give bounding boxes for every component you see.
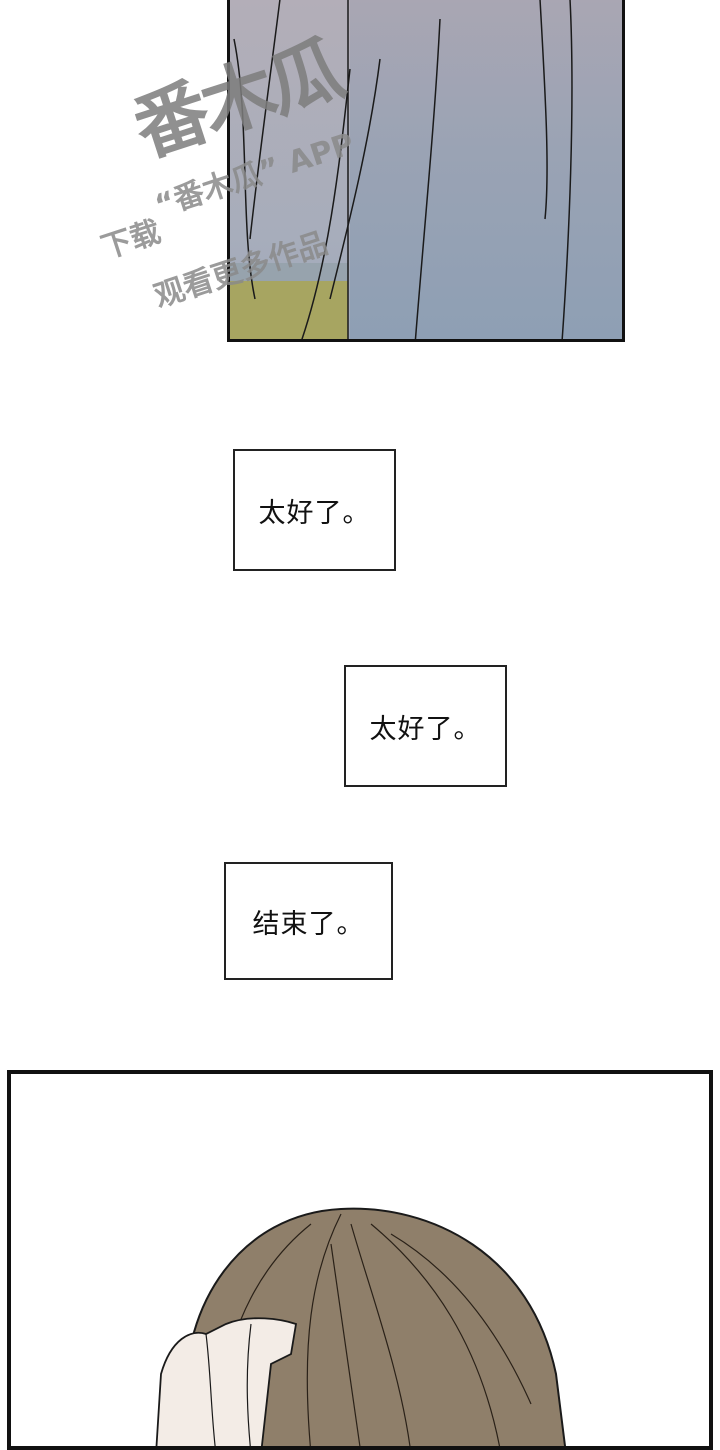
watermark-download: 下载 [97,214,166,267]
floor [230,281,348,339]
floor-edge [230,263,348,281]
curtain-lines [233,0,573,339]
caption-box: 太好了。 [344,665,507,787]
caption-box: 结束了。 [224,862,393,980]
caption-text: 太好了。 [258,497,371,529]
caption-text: 太好了。 [369,713,482,745]
comic-panel-top [227,0,625,342]
character-head-illustration [155,1207,567,1446]
caption-box: 太好了。 [233,449,396,571]
caption-text: 结束了。 [252,908,365,940]
comic-panel-bottom [7,1070,713,1450]
